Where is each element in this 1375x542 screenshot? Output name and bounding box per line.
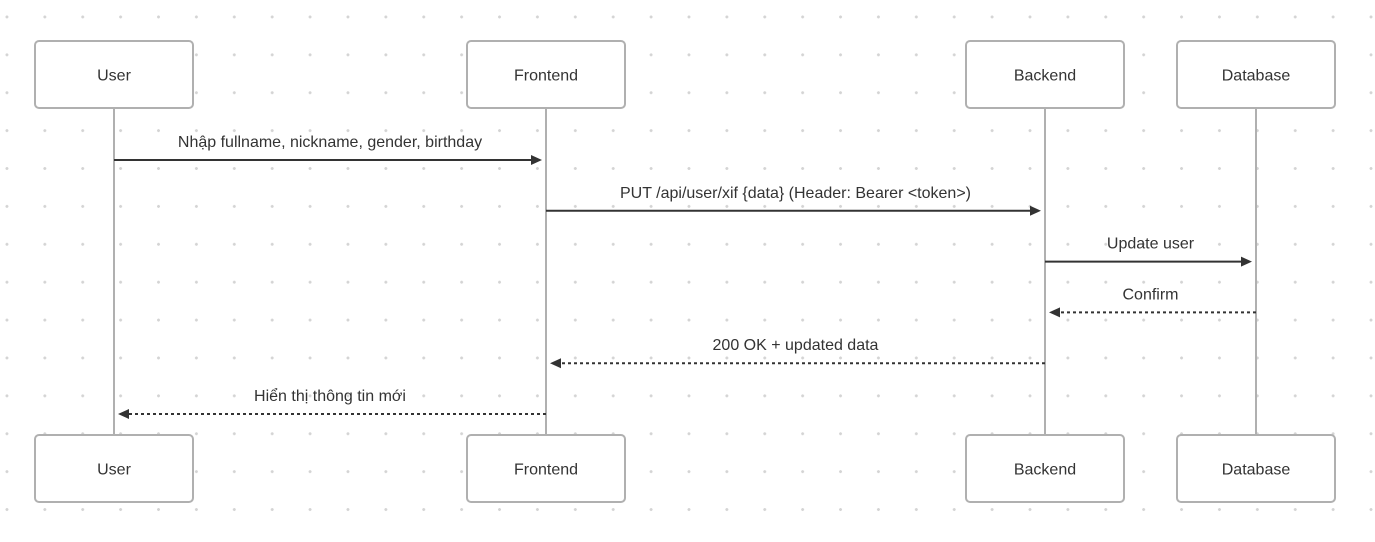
message-4[interactable]: Confirm <box>1049 286 1256 318</box>
messages: Nhập fullname, nickname, gender, birthda… <box>114 134 1256 419</box>
participant-label: Backend <box>1014 68 1076 85</box>
participant-box-rect <box>965 40 1125 109</box>
message-label: Confirm <box>1122 286 1178 303</box>
message-2[interactable]: PUT /api/user/xif {data} (Header: Bearer… <box>546 185 1041 216</box>
participant-box-rect <box>466 40 626 109</box>
participant-label: Database <box>1222 462 1291 479</box>
participant-bottom-database[interactable]: Database <box>1176 434 1336 503</box>
participant-label: User <box>97 462 131 479</box>
message-label: Nhập fullname, nickname, gender, birthda… <box>178 134 482 151</box>
participant-box-rect <box>1176 40 1336 109</box>
arrowhead-icon <box>1241 256 1252 267</box>
participant-label: Database <box>1222 68 1291 85</box>
participant-bottom-user[interactable]: User <box>34 434 194 503</box>
message-1[interactable]: Nhập fullname, nickname, gender, birthda… <box>114 134 542 165</box>
participant-box-rect <box>965 434 1125 503</box>
message-label: Hiển thị thông tin mới <box>254 387 406 405</box>
participant-top-frontend[interactable]: Frontend <box>466 40 626 109</box>
participant-label: Frontend <box>514 68 578 85</box>
participant-box-rect <box>1176 434 1336 503</box>
participant-box-rect <box>466 434 626 503</box>
message-label: 200 OK + updated data <box>713 337 879 354</box>
participant-top-user[interactable]: User <box>34 40 194 109</box>
participant-box-rect <box>34 434 194 503</box>
message-6[interactable]: Hiển thị thông tin mới <box>118 387 546 419</box>
participant-top-database[interactable]: Database <box>1176 40 1336 109</box>
participant-box-rect <box>34 40 194 109</box>
participant-label: User <box>97 68 131 85</box>
arrowhead-icon <box>1030 205 1041 216</box>
participant-top-backend[interactable]: Backend <box>965 40 1125 109</box>
arrowhead-icon <box>550 358 561 369</box>
lifelines <box>113 108 1257 435</box>
arrowhead-icon <box>531 155 542 165</box>
participant-boxes: UserUserFrontendFrontendBackendBackendDa… <box>34 40 1336 503</box>
participant-label: Frontend <box>514 462 578 479</box>
participant-bottom-frontend[interactable]: Frontend <box>466 434 626 503</box>
message-label: Update user <box>1107 236 1195 253</box>
arrowhead-icon <box>1049 307 1060 318</box>
message-label: PUT /api/user/xif {data} (Header: Bearer… <box>620 185 971 202</box>
participant-label: Backend <box>1014 462 1076 479</box>
message-5[interactable]: 200 OK + updated data <box>550 337 1045 369</box>
arrowhead-icon <box>118 409 129 419</box>
participant-bottom-backend[interactable]: Backend <box>965 434 1125 503</box>
message-3[interactable]: Update user <box>1045 236 1252 267</box>
